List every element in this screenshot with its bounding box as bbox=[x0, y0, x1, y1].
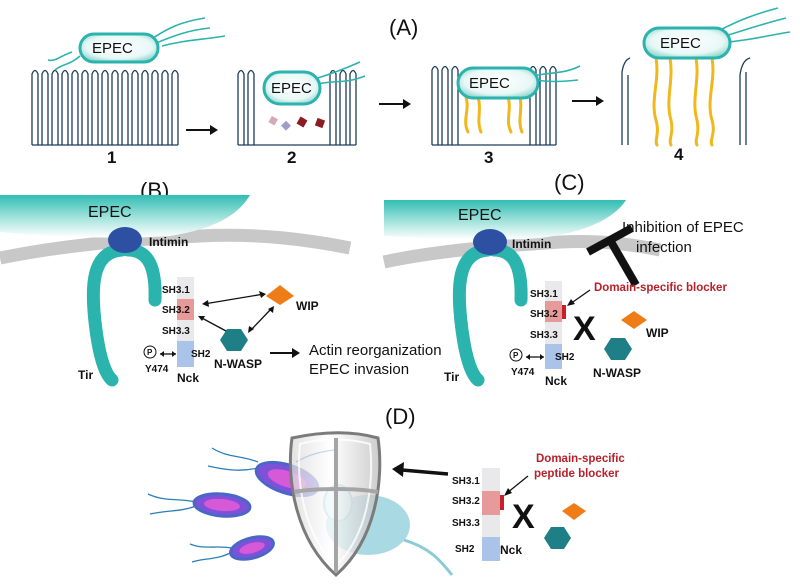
svg-text:SH3.2: SH3.2 bbox=[530, 309, 558, 320]
interaction-arrows-b bbox=[198, 291, 274, 333]
svg-text:Nck: Nck bbox=[500, 543, 522, 557]
step-number-1: 1 bbox=[107, 148, 116, 167]
svg-text:EPEC invasion: EPEC invasion bbox=[309, 361, 409, 378]
panel-c-diagram: EPEC Intimin Inhibition of EPEC infectio… bbox=[382, 200, 744, 388]
svg-text:Y474: Y474 bbox=[511, 367, 535, 378]
microvilli-step-2 bbox=[237, 69, 357, 146]
svg-text:SH3.1: SH3.1 bbox=[452, 476, 480, 487]
bacterium-step-1: EPEC bbox=[47, 17, 226, 71]
nwasp-b bbox=[220, 329, 248, 351]
arrow-step-2-to-3 bbox=[379, 99, 411, 109]
nck-protein-c: SH3.1 SH3.2 SH3.3 SH2 Nck bbox=[530, 281, 575, 388]
svg-text:SH3.3: SH3.3 bbox=[452, 518, 480, 529]
effector-molecules bbox=[268, 115, 326, 131]
step-number-3: 3 bbox=[484, 148, 493, 167]
step-4: EPEC 4 bbox=[621, 7, 791, 164]
blocker-bar-c bbox=[562, 305, 566, 319]
panel-label-c: (C) bbox=[554, 170, 585, 195]
wip-d bbox=[562, 503, 586, 520]
blocker-arrow-c bbox=[567, 289, 591, 306]
wip-b bbox=[266, 285, 294, 305]
svg-text:Tir: Tir bbox=[444, 370, 459, 384]
phospho-b bbox=[143, 345, 157, 359]
svg-text:SH3.2: SH3.2 bbox=[452, 496, 480, 507]
shield-d bbox=[288, 431, 382, 577]
panel-label-a: (A) bbox=[389, 15, 418, 40]
bacterium-step-3: EPEC bbox=[456, 65, 581, 100]
svg-text:EPEC: EPEC bbox=[88, 204, 132, 221]
svg-text:SH3.1: SH3.1 bbox=[162, 285, 190, 296]
svg-text:SH2: SH2 bbox=[191, 349, 211, 360]
svg-text:P: P bbox=[147, 348, 153, 357]
intimin-c bbox=[473, 229, 507, 255]
svg-text:N-WASP: N-WASP bbox=[214, 357, 262, 371]
panel-b-diagram: EPEC Intimin Tir P Y474 SH3.1 SH3.2 SH3.… bbox=[0, 195, 442, 387]
host-membrane-b bbox=[0, 228, 352, 265]
svg-text:Inhibition of EPEC: Inhibition of EPEC bbox=[622, 219, 744, 236]
nwasp-d bbox=[544, 527, 571, 549]
wip-c bbox=[621, 311, 647, 329]
panel-d-diagram: SH3.1 SH3.2 SH3.3 SH2 Nck Domain-specifi… bbox=[147, 431, 625, 577]
arrow-step-3-to-4 bbox=[572, 96, 604, 106]
intimin-b bbox=[108, 227, 142, 253]
svg-text:SH3.3: SH3.3 bbox=[530, 330, 558, 341]
svg-text:Intimin: Intimin bbox=[149, 235, 188, 249]
svg-text:EPEC: EPEC bbox=[458, 207, 502, 224]
svg-text:Intimin: Intimin bbox=[512, 237, 551, 251]
actin-pedestals-step-3 bbox=[464, 95, 524, 134]
svg-text:EPEC: EPEC bbox=[92, 40, 133, 57]
svg-text:Domain-specific: Domain-specific bbox=[536, 453, 625, 465]
svg-text:N-WASP: N-WASP bbox=[593, 366, 641, 380]
microvilli-step-1 bbox=[31, 69, 179, 146]
actin-pedestals-step-4 bbox=[652, 56, 715, 147]
panel-label-d: (D) bbox=[385, 404, 416, 429]
svg-text:infection: infection bbox=[636, 239, 692, 256]
step-2: EPEC 2 bbox=[237, 61, 366, 167]
blocker-bar-d bbox=[500, 495, 504, 510]
inhibition-symbol-c bbox=[586, 224, 640, 288]
svg-text:Tir: Tir bbox=[78, 368, 93, 382]
nck-protein-d: SH3.1 SH3.2 SH3.3 SH2 Nck bbox=[452, 468, 522, 561]
svg-text:SH3.3: SH3.3 bbox=[162, 326, 190, 337]
svg-text:Nck: Nck bbox=[177, 371, 199, 385]
svg-text:SH2: SH2 bbox=[455, 544, 475, 555]
bacterium-step-4: EPEC bbox=[642, 7, 791, 60]
svg-text:Domain-specific blocker: Domain-specific blocker bbox=[594, 282, 727, 294]
nck-protein-b: SH3.1 SH3.2 SH3.3 SH2 Nck bbox=[162, 277, 211, 385]
shield-arrow-d bbox=[392, 462, 449, 477]
cross-mark-c: X bbox=[573, 310, 596, 348]
step-number-2: 2 bbox=[287, 148, 296, 167]
tir-receptor-b bbox=[86, 243, 162, 387]
svg-text:Actin reorganization: Actin reorganization bbox=[309, 342, 442, 359]
svg-text:EPEC: EPEC bbox=[660, 35, 701, 52]
svg-text:SH3.2: SH3.2 bbox=[162, 305, 190, 316]
epec-body-b bbox=[0, 195, 250, 238]
svg-text:EPEC: EPEC bbox=[271, 80, 312, 97]
tir-receptor-c bbox=[452, 243, 528, 387]
step-1: EPEC 1 bbox=[31, 17, 226, 167]
svg-text:Nck: Nck bbox=[545, 374, 567, 388]
step-number-4: 4 bbox=[674, 145, 684, 164]
blocker-arrow-d bbox=[504, 475, 529, 496]
cross-mark-d: X bbox=[512, 498, 535, 536]
svg-text:WIP: WIP bbox=[296, 299, 319, 313]
nwasp-c bbox=[604, 338, 632, 360]
svg-text:EPEC: EPEC bbox=[469, 75, 510, 92]
svg-text:SH2: SH2 bbox=[555, 352, 575, 363]
svg-text:peptide blocker: peptide blocker bbox=[534, 468, 620, 480]
svg-text:WIP: WIP bbox=[646, 326, 669, 340]
svg-text:Y474: Y474 bbox=[145, 364, 169, 375]
microvilli-step-4 bbox=[621, 57, 751, 145]
arrow-step-1-to-2 bbox=[186, 125, 218, 135]
step-3: EPEC 3 bbox=[431, 65, 581, 167]
phospho-c bbox=[509, 348, 523, 362]
svg-text:SH3.1: SH3.1 bbox=[530, 289, 558, 300]
epec-body-c bbox=[384, 200, 626, 240]
bacterium-step-2: EPEC bbox=[262, 61, 366, 106]
outcome-arrow-b bbox=[270, 348, 300, 358]
svg-text:P: P bbox=[513, 351, 519, 360]
host-membrane-c bbox=[382, 234, 662, 269]
